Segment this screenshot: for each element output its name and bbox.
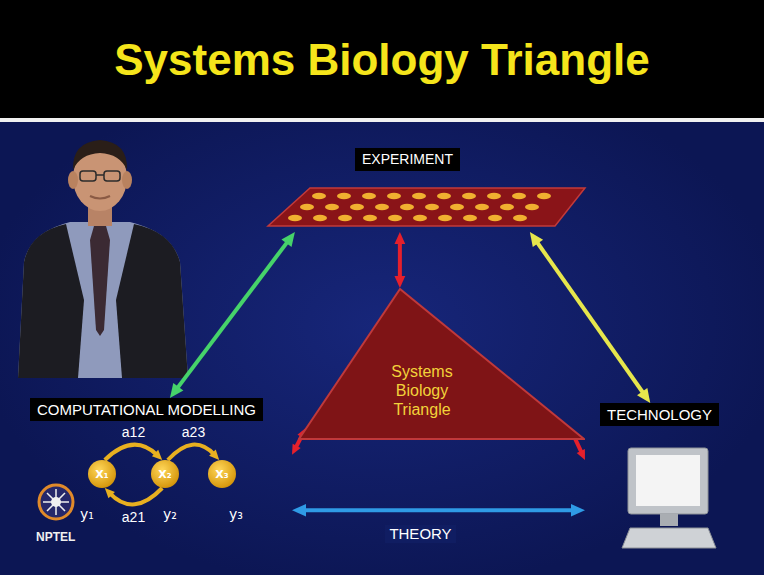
output-label: y₁ (80, 505, 94, 523)
arrow-head (530, 232, 543, 247)
edge-label: THEORY (385, 525, 455, 543)
arrow-head (394, 232, 405, 244)
logo-text: NPTEL (36, 530, 75, 544)
connector-line (398, 240, 402, 279)
arrow-head (571, 504, 585, 517)
variable-circle: X₃ (208, 460, 236, 488)
section-label: TECHNOLOGY (600, 403, 719, 426)
triangle-label: Systems Biology Triangle (382, 362, 462, 419)
experiment-node: EXPERIMENT (265, 145, 590, 232)
slide-title: Systems Biology Triangle (0, 34, 764, 86)
technology-node: TECHNOLOGY (585, 403, 730, 552)
section-label: COMPUTATIONAL MODELLING (30, 398, 263, 421)
arrow-head (577, 449, 585, 460)
curved-arrow (105, 488, 162, 504)
arrow-head (281, 232, 294, 247)
connector-line (536, 240, 645, 395)
arrow-head (152, 450, 162, 460)
arrow-head (292, 444, 301, 455)
arrow-head (209, 450, 219, 460)
output-label: y₂ (163, 505, 177, 523)
connector-line (110, 488, 163, 504)
nptel-logo (39, 485, 73, 519)
arrow-head (292, 504, 306, 517)
variable-label: X₃ (215, 468, 228, 481)
variable-label: X₂ (158, 468, 171, 481)
modelling-node: COMPUTATIONAL MODELLING X₁ X₂ X₃ (30, 398, 292, 530)
double-arrow (292, 504, 585, 517)
connector-line (176, 240, 289, 390)
variable-circle: X₁ (88, 460, 116, 488)
microarray-plate (268, 188, 585, 226)
arrow-head (105, 488, 115, 498)
curved-arrow (105, 445, 162, 460)
connector-line (105, 445, 157, 460)
triangle-node: Systems Biology Triangle (298, 288, 585, 440)
edge-label: a12 (122, 424, 145, 440)
section-label: EXPERIMENT (355, 148, 460, 171)
curved-arrow (168, 445, 219, 460)
variable-circle: X₂ (151, 460, 179, 488)
double-arrow (394, 232, 405, 288)
triangle-outline (299, 289, 584, 439)
edge-label: a21 (122, 509, 145, 525)
variable-label: X₁ (95, 468, 108, 481)
double-arrow (170, 232, 295, 398)
presenter-figure (18, 140, 188, 378)
edge-label: a23 (182, 424, 205, 440)
computer-icon (622, 448, 716, 548)
arrow-head (170, 383, 183, 398)
output-label: y₃ (229, 505, 243, 523)
connector-line (302, 508, 575, 512)
arrow-head (637, 388, 650, 403)
connector-line (168, 445, 215, 460)
arrow-head (394, 276, 405, 288)
double-arrow (530, 232, 650, 403)
